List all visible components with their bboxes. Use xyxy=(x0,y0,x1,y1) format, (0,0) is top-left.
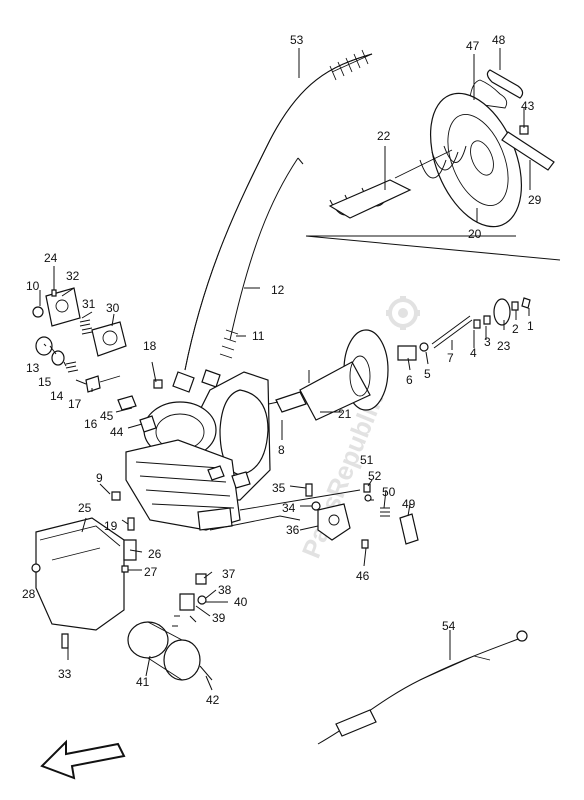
label-4: 4 xyxy=(470,346,477,360)
label-13: 13 xyxy=(26,361,40,375)
label-7: 7 xyxy=(447,351,454,365)
part-labels: 53 48 47 43 22 29 20 12 11 1 2 3 23 4 7 … xyxy=(22,33,542,707)
label-5: 5 xyxy=(424,367,431,381)
label-39: 39 xyxy=(212,611,226,625)
part-53-throttle-cable xyxy=(172,49,373,393)
diaphragm-group-upper xyxy=(305,69,561,261)
label-22: 22 xyxy=(377,129,391,143)
float-group xyxy=(111,491,213,681)
part-25-float-bowl xyxy=(31,517,125,649)
label-20: 20 xyxy=(468,227,482,241)
label-29: 29 xyxy=(528,193,542,207)
label-25: 25 xyxy=(78,501,92,515)
label-9: 9 xyxy=(96,471,103,485)
label-31: 31 xyxy=(82,297,96,311)
part-21-vacuum-piston xyxy=(249,329,389,421)
label-18: 18 xyxy=(143,339,157,353)
label-2: 2 xyxy=(512,322,519,336)
label-1: 1 xyxy=(527,319,534,333)
label-32: 32 xyxy=(66,269,80,283)
label-35: 35 xyxy=(272,481,286,495)
label-46: 46 xyxy=(356,569,370,583)
label-52: 52 xyxy=(368,469,382,483)
leader-lines xyxy=(35,48,531,691)
label-15: 15 xyxy=(38,375,52,389)
part-54-cable xyxy=(317,630,528,745)
label-6: 6 xyxy=(406,373,413,387)
label-51: 51 xyxy=(360,453,374,467)
label-37: 37 xyxy=(222,567,236,581)
label-54: 54 xyxy=(442,619,456,633)
label-12: 12 xyxy=(271,283,285,297)
label-34: 34 xyxy=(282,501,296,515)
front-direction-arrow-icon xyxy=(40,739,126,780)
label-21: 21 xyxy=(338,407,352,421)
label-3: 3 xyxy=(484,335,491,349)
carburetor-body xyxy=(117,371,271,531)
label-45: 45 xyxy=(100,409,114,423)
label-30: 30 xyxy=(106,301,120,315)
label-47: 47 xyxy=(466,39,480,53)
label-8: 8 xyxy=(278,443,285,457)
needle-group xyxy=(397,297,531,361)
label-14: 14 xyxy=(50,389,64,403)
label-26: 26 xyxy=(148,547,162,561)
label-49: 49 xyxy=(402,497,416,511)
label-42: 42 xyxy=(206,693,220,707)
label-41: 41 xyxy=(136,675,150,689)
label-36: 36 xyxy=(286,523,300,537)
label-44: 44 xyxy=(110,425,124,439)
label-10: 10 xyxy=(26,279,40,293)
label-24: 24 xyxy=(44,251,58,265)
label-11: 11 xyxy=(252,329,265,343)
label-27: 27 xyxy=(144,565,158,579)
choke-group xyxy=(32,287,127,393)
label-28: 28 xyxy=(22,587,36,601)
label-33: 33 xyxy=(58,667,72,681)
label-23: 23 xyxy=(497,339,511,353)
label-19: 19 xyxy=(104,519,118,533)
label-48: 48 xyxy=(492,33,506,47)
part-12-cable xyxy=(201,157,304,388)
label-38: 38 xyxy=(218,583,232,597)
label-16: 16 xyxy=(84,417,98,431)
label-40: 40 xyxy=(234,595,248,609)
label-43: 43 xyxy=(521,99,535,113)
label-50: 50 xyxy=(382,485,396,499)
gear-logo-icon xyxy=(386,296,420,330)
label-53: 53 xyxy=(290,33,304,47)
label-17: 17 xyxy=(68,397,82,411)
